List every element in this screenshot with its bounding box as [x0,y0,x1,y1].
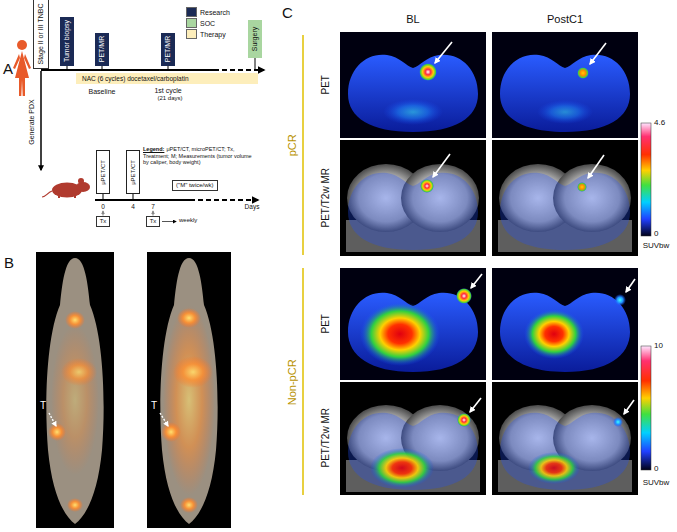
legend-swatch [186,7,197,17]
note-heading: Legend: [143,146,164,152]
therapy-band: NAC (6 cycles) docetaxel/carboplatin [76,73,258,84]
legend-swatch [186,18,197,28]
legend-row: Therapy [186,29,226,39]
pet-image [492,32,638,138]
axis-unit: Days [245,203,260,210]
box-text: Tx [150,218,157,225]
row-label: PET [320,75,332,94]
legend-text: Research [200,9,230,16]
imaging-box: μPET/CT [126,150,140,194]
box-text: μPET/CT [130,160,137,185]
day-number: 7 [151,203,155,210]
research-box: Tumor biopsy [60,17,73,66]
group-bars [302,35,304,495]
timeline [41,58,264,222]
legend-swatch [186,29,197,39]
box-text: Tx [100,218,107,225]
measure-box: ("M" twice/wk) [172,180,218,191]
panel-letter: A [3,60,13,77]
box-text: Surgery [251,27,259,52]
treatment-box: Tx [96,216,111,227]
pet-mr-image [340,382,486,495]
time-label: 1st cycle [154,87,181,95]
step-label: Generate PDX [28,99,36,145]
row-label: PET/T2w MR [320,408,332,467]
scale-value: 0 [654,229,658,238]
box-text: μPET/CT [100,160,107,185]
stage-box: Stage II or III TNBC [33,0,48,69]
pet-mr-image [492,140,638,256]
time-label: (21 days) [157,95,182,102]
legend-text: SOC [200,20,215,27]
day-number: 4 [131,203,135,210]
mouse-icon [42,178,90,198]
research-box: PET/MR [95,33,108,66]
legend-text: Therapy [200,31,226,38]
time-label: Baseline [89,88,116,96]
schedule-label: weekly [179,217,197,224]
row-label: PET [320,314,332,333]
scale-value: 4.6 [654,118,665,127]
column-header: BL [406,13,419,26]
color-bar [641,123,651,470]
day-number: 0 [101,203,105,210]
soc-box: Surgery [248,20,261,58]
box-text: PET/MR [164,36,172,62]
pet-image [340,268,486,380]
box-text: ("M" twice/wk) [176,182,214,189]
scale-unit: SUVbw [643,478,670,487]
scale-unit: SUVbw [643,241,670,250]
scale-value: 0 [654,464,658,473]
pet-mr-image [340,140,486,256]
legend-note: Legend:μPET/CT, microPET/CT; Tx, Treatme… [143,146,253,166]
pet-mr-image [492,382,638,495]
legend-row: Research [186,7,230,17]
column-header: PostC1 [547,13,583,26]
row-label: PET/T2w MR [320,168,332,227]
scale-value: 10 [654,341,663,350]
panel-letter: C [282,4,293,21]
panel-letter: B [4,254,14,271]
group-label: pCR [286,134,299,156]
pet-image [340,32,486,138]
legend-row: SOC [186,18,215,28]
tumor-marker: T [151,400,157,412]
box-text: Tumor biopsy [63,20,71,62]
patient-icon [13,40,31,96]
group-label: Non-pCR [286,359,299,405]
tumor-marker: T [40,400,46,412]
box-text: Stage II or III TNBC [37,4,45,65]
box-text: NAC (6 cycles) docetaxel/carboplatin [82,73,252,84]
research-box: PET/MR [161,33,174,66]
micro-pet-images [36,252,231,528]
treatment-box: Tx [146,216,161,227]
box-text: PET/MR [98,36,106,62]
pet-image [492,268,638,380]
imaging-box: μPET/CT [96,150,110,194]
